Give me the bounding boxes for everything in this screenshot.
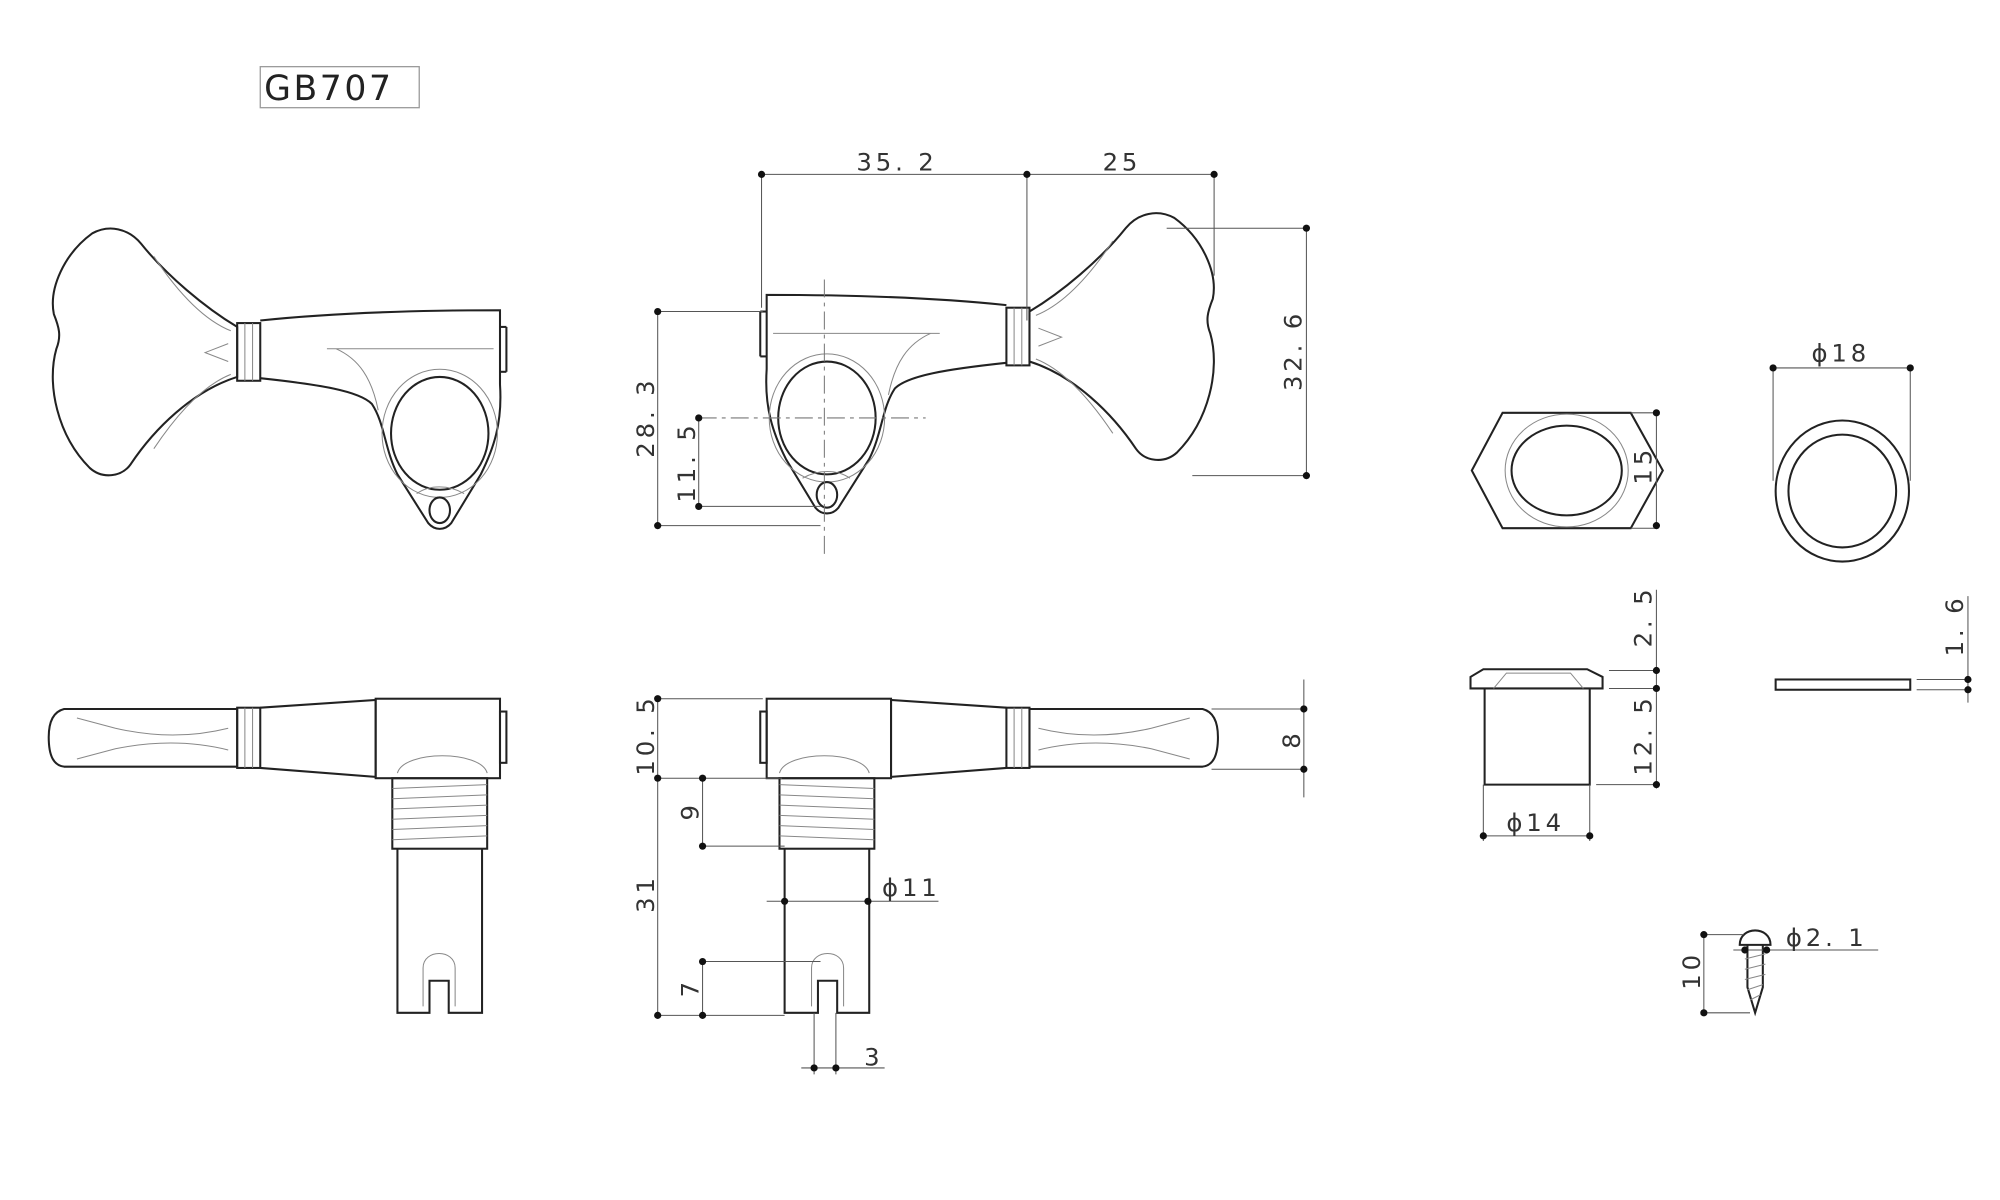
tuner-side-view-dimensioned bbox=[759, 212, 1215, 515]
dim-screw-diameter: ϕ2. 1 bbox=[1786, 923, 1868, 952]
dim-knob-height: 32. 6 bbox=[1278, 310, 1307, 391]
title-box bbox=[259, 66, 420, 109]
dim-washer-thickness: 1. 6 bbox=[1940, 595, 1969, 657]
dimension-labels: 35. 2 25 32. 6 28. 3 11. 5 10. 5 31 9 7 … bbox=[631, 148, 1969, 1072]
dim-knob-thickness: 8 bbox=[1277, 729, 1306, 748]
dim-thread-length: 9 bbox=[676, 801, 705, 820]
bushing-side bbox=[1469, 589, 1660, 842]
tuner-top-view-left bbox=[47, 697, 508, 1014]
dim-bushing-diameter: ϕ14 bbox=[1506, 808, 1565, 837]
tuner-side-view-left bbox=[51, 227, 508, 530]
dim-bushing-flange: 2. 5 bbox=[1628, 586, 1657, 648]
dim-slot-width: 3 bbox=[864, 1042, 883, 1071]
washer-side bbox=[1774, 596, 1972, 703]
dim-housing-height: 28. 3 bbox=[631, 377, 660, 458]
dim-slot-depth: 7 bbox=[676, 978, 705, 997]
tuner-top-view-dimensioned bbox=[759, 697, 1219, 1014]
model-title: GB707 bbox=[264, 69, 393, 109]
hex-nut-front bbox=[1470, 409, 1664, 530]
washer-front bbox=[1769, 364, 1914, 563]
dim-screw-length: 10 bbox=[1677, 951, 1706, 990]
dim-post-length: 31 bbox=[631, 874, 660, 913]
dim-nut-across-flats: 15 bbox=[1628, 446, 1657, 485]
dim-bushing-length: 12. 5 bbox=[1628, 694, 1657, 775]
wood-screw bbox=[1700, 929, 1879, 1017]
dim-post-diameter: ϕ11 bbox=[882, 873, 941, 902]
dim-width-knob: 25 bbox=[1103, 148, 1142, 177]
dim-post-center-height: 11. 5 bbox=[672, 421, 701, 502]
dim-washer-diameter: ϕ18 bbox=[1812, 339, 1871, 368]
dimension-lines bbox=[654, 170, 1310, 1075]
dim-housing-thickness: 10. 5 bbox=[631, 694, 660, 775]
dim-width-body: 35. 2 bbox=[856, 148, 937, 177]
